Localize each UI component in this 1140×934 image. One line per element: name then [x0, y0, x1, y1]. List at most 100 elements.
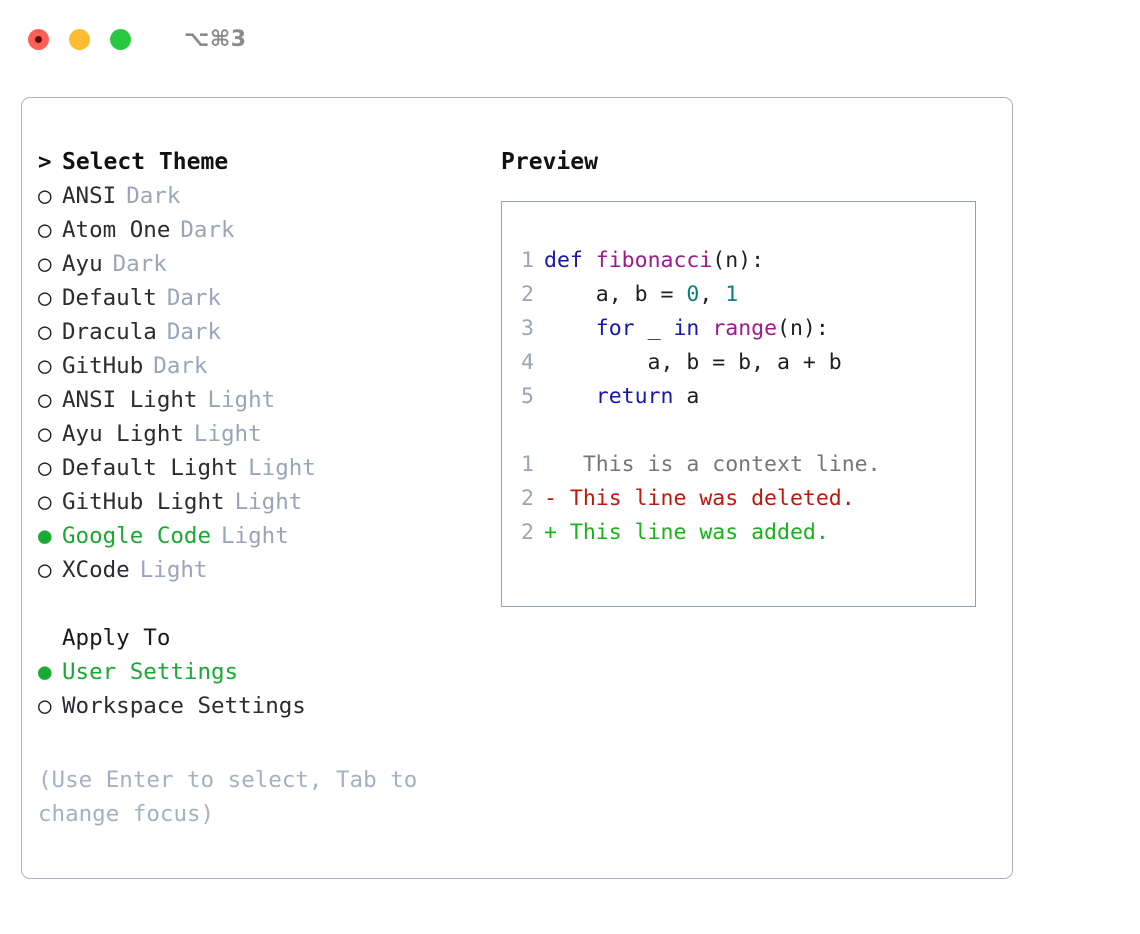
- apply-to-list: ●User Settings ○ Workspace Settings: [38, 655, 468, 723]
- code-token: 1: [725, 282, 739, 307]
- close-button[interactable]: [28, 28, 49, 50]
- code-line-number: 2: [521, 282, 534, 307]
- theme-list-item[interactable]: ○ ANSI Dark: [38, 179, 468, 213]
- code-token: fibonacci: [595, 248, 713, 273]
- code-line-number: 4: [521, 350, 534, 375]
- radio-unselected-icon[interactable]: ○: [38, 285, 52, 311]
- diff-line-number: 1: [521, 452, 534, 477]
- code-token: return: [595, 384, 674, 409]
- code-line: 4 a, b = b, a + b: [502, 346, 975, 380]
- title-bar: ⌥⌘3: [0, 0, 1140, 78]
- theme-name-label: Default: [62, 285, 157, 311]
- radio-unselected-icon[interactable]: ○: [38, 455, 52, 481]
- theme-variant-tag: Dark: [166, 319, 222, 345]
- code-token: _: [634, 316, 674, 341]
- radio-unselected-icon[interactable]: ○: [38, 183, 52, 209]
- code-line-number: 1: [521, 248, 534, 273]
- code-line-text: a, b = b, a + b: [544, 346, 842, 380]
- radio-unselected-icon[interactable]: ○: [38, 421, 52, 447]
- minimize-button[interactable]: [69, 28, 90, 50]
- radio-selected-icon[interactable]: ●: [38, 523, 52, 549]
- apply-to-label-text: Workspace Settings: [62, 693, 306, 719]
- radio-unselected-icon[interactable]: ○: [38, 251, 52, 277]
- apply-to-header: ○ Apply To: [38, 621, 468, 655]
- code-line-number: 5: [521, 384, 534, 409]
- select-theme-header-label: Select Theme: [62, 149, 229, 175]
- theme-name-label: GitHub: [62, 353, 144, 379]
- theme-variant-tag: Dark: [180, 217, 235, 243]
- keyboard-hint-text: (Use Enter to select, Tab to change focu…: [38, 767, 418, 827]
- theme-name-label: Atom One: [62, 217, 171, 243]
- code-line-number: 3: [521, 316, 534, 341]
- diff-line: 2+ This line was added.: [502, 516, 975, 550]
- theme-name-label: Ayu: [62, 251, 103, 277]
- diff-sign: +: [544, 520, 557, 545]
- theme-list-item[interactable]: ○ GitHub Light Light: [38, 485, 468, 519]
- apply-to-item[interactable]: ●User Settings: [38, 655, 468, 689]
- radio-selected-icon[interactable]: ●: [38, 659, 52, 685]
- apply-to-marker-placeholder-icon: ○: [38, 621, 62, 655]
- section-spacer: [38, 587, 468, 621]
- code-line-text: return a: [544, 380, 700, 414]
- preview-title: Preview: [501, 149, 598, 175]
- code-token: range: [712, 316, 778, 341]
- theme-variant-tag: Light: [234, 489, 303, 515]
- radio-unselected-icon[interactable]: ○: [38, 319, 52, 345]
- code-token: [699, 316, 712, 341]
- theme-name-label: Dracula: [62, 319, 157, 345]
- maximize-button[interactable]: [110, 28, 131, 50]
- theme-name-label: Ayu Light: [62, 421, 184, 447]
- diff-sign: [544, 448, 557, 482]
- theme-list-item[interactable]: ○ XCode Light: [38, 553, 468, 587]
- apply-to-item[interactable]: ○ Workspace Settings: [38, 689, 468, 723]
- theme-variant-tag: Light: [193, 421, 262, 447]
- radio-unselected-icon[interactable]: ○: [38, 489, 52, 515]
- theme-variant-tag: Light: [207, 387, 276, 413]
- theme-name-label: Google Code: [62, 523, 212, 549]
- code-token: a, b =: [544, 282, 687, 307]
- theme-list-item[interactable]: ○ Atom One Dark: [38, 213, 468, 247]
- keyboard-shortcut-label: ⌥⌘3: [184, 26, 247, 52]
- theme-list-item[interactable]: ○ Dracula Dark: [38, 315, 468, 349]
- theme-variant-tag: Dark: [126, 183, 181, 209]
- theme-list-item[interactable]: ○ Ayu Light Light: [38, 417, 468, 451]
- diff-line-number: 2: [521, 486, 534, 511]
- radio-unselected-icon[interactable]: ○: [38, 557, 52, 583]
- code-line: 2 a, b = 0, 1: [502, 278, 975, 312]
- theme-variant-tag: Light: [248, 455, 316, 481]
- radio-unselected-icon[interactable]: ○: [38, 217, 52, 243]
- code-token: [544, 384, 596, 409]
- apply-to-label: Apply To: [62, 625, 171, 651]
- code-token: [544, 316, 596, 341]
- theme-name-label: ANSI: [62, 183, 117, 209]
- theme-name-label: ANSI Light: [62, 387, 198, 413]
- diff-sign: -: [544, 486, 557, 511]
- radio-unselected-icon[interactable]: ○: [38, 353, 52, 379]
- theme-list-item[interactable]: ○ ANSI Light Light: [38, 383, 468, 417]
- code-token: 0: [686, 282, 700, 307]
- code-line-text: def fibonacci(n):: [544, 244, 764, 278]
- radio-unselected-icon[interactable]: ○: [38, 387, 52, 413]
- diff-sample: 1 This is a context line.2- This line wa…: [502, 448, 975, 550]
- code-token: (n):: [777, 316, 829, 341]
- theme-name-label: XCode: [62, 557, 130, 583]
- code-token: a: [673, 384, 700, 409]
- code-diff-spacer: [502, 414, 975, 448]
- theme-name-label: GitHub Light: [62, 489, 225, 515]
- diff-line: 1 This is a context line.: [502, 448, 975, 482]
- code-line: 1 def fibonacci(n):: [502, 244, 975, 278]
- radio-unselected-icon[interactable]: ○: [38, 693, 52, 719]
- code-token: (n):: [712, 248, 765, 273]
- code-token: for: [595, 316, 635, 341]
- diff-line-number: 2: [521, 520, 534, 545]
- theme-variant-tag: Light: [139, 557, 208, 583]
